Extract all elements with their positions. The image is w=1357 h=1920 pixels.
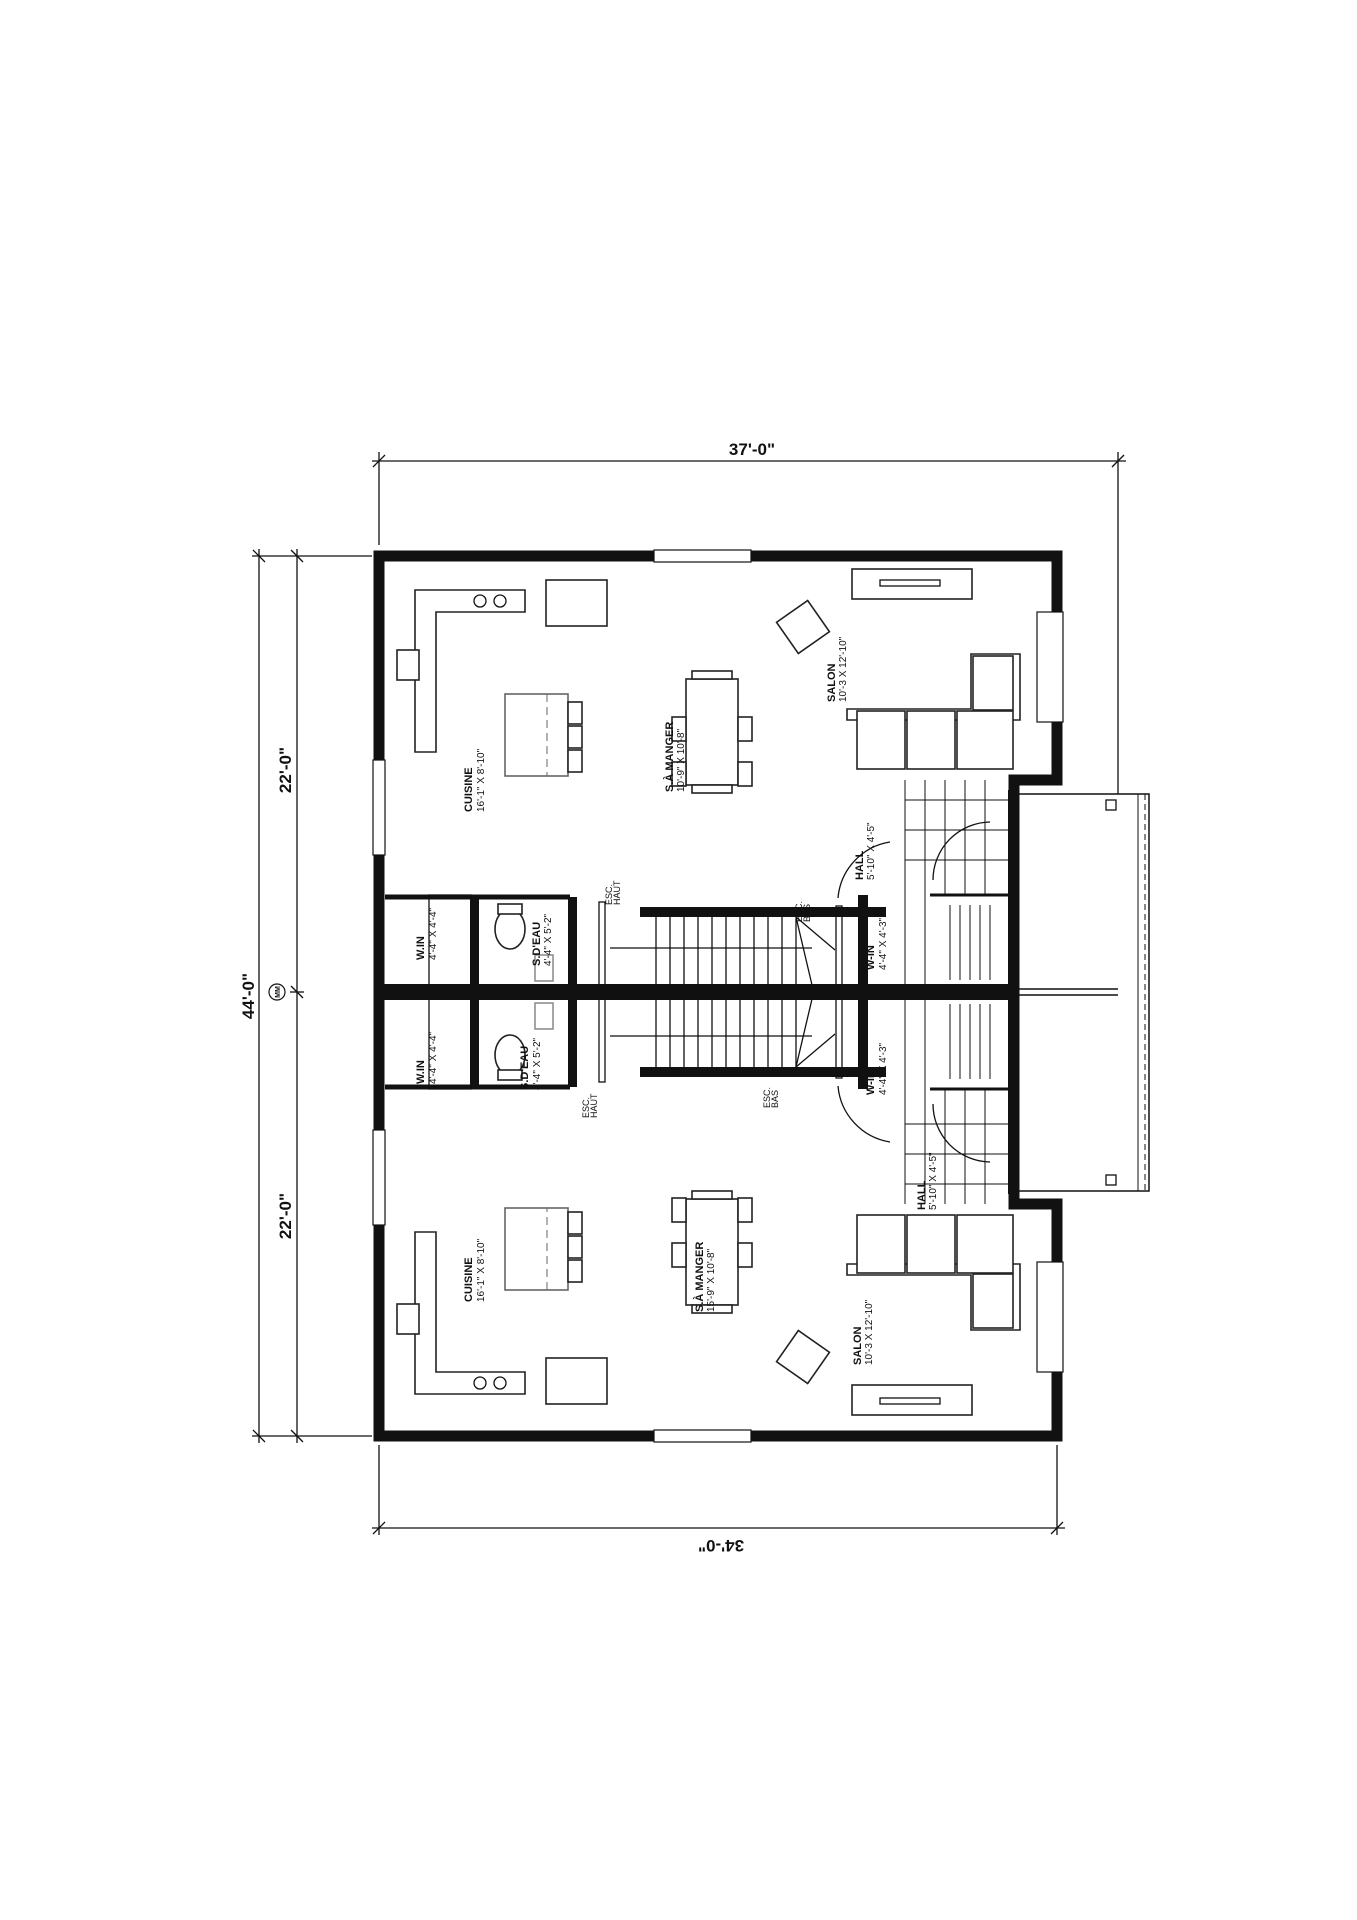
room-label-walkin-right: W-IN — [865, 945, 877, 970]
kitchen-island — [504, 693, 569, 777]
party-wall-tag: MM — [268, 983, 286, 1001]
stair-label-bas: ESC. — [794, 901, 804, 922]
dining-table — [685, 678, 739, 786]
sink-icon — [534, 954, 554, 982]
stove-burner-icon — [473, 594, 487, 608]
toilet-icon — [494, 908, 526, 950]
room-label-salle-a-manger: S.À MANGER — [663, 722, 676, 792]
room-size-hall: 5'-10" X 4'-5" — [928, 1152, 939, 1210]
front-porch — [1013, 793, 1150, 1192]
svg-text:MM: MM — [275, 986, 282, 998]
stove-burner-icon — [493, 594, 507, 608]
unit-top-core — [385, 780, 1018, 990]
room-label-salon: SALON — [826, 663, 838, 702]
door-swing — [837, 841, 891, 899]
party-wall — [379, 984, 1019, 1000]
dim-left-lower: 22'-0" — [276, 1193, 295, 1239]
room-size-salon: 10'-3 X 12'-10" — [864, 1299, 875, 1365]
room-label-salle-a-manger: S.À MANGER — [693, 1242, 706, 1312]
armchair — [775, 599, 831, 655]
stool — [567, 701, 583, 725]
tv-unit — [851, 568, 973, 600]
stair-label-haut: ESC. — [604, 884, 614, 905]
stair-label-haut: ESC. — [581, 1097, 591, 1118]
room-size-walkin-left: 4'-4" X 4'-4" — [428, 907, 439, 960]
stair-label-bas: BAS — [770, 1090, 780, 1108]
stool — [567, 749, 583, 773]
unit-top-furniture — [396, 568, 1021, 794]
stair-label-bas: ESC. — [762, 1087, 772, 1108]
unit-bottom-core — [385, 995, 1018, 1204]
stair-label-haut: HAUT — [589, 1093, 599, 1118]
stool — [567, 725, 583, 749]
room-size-cuisine: 16'-1" X 8'-10" — [476, 1238, 487, 1302]
kitchen-counter — [414, 589, 526, 753]
room-label-walkin-right: W-IN — [865, 1070, 877, 1095]
sink-icon — [396, 649, 420, 681]
room-label-walkin-left: W.IN — [415, 1060, 427, 1084]
dim-left-total: 44'-0" — [239, 973, 258, 1019]
room-size-salle-d-eau: 4'-4" X 5'-2" — [532, 1037, 543, 1090]
room-size-salle-a-manger: 10'-9" X 10'-8" — [676, 728, 687, 792]
room-label-walkin-left: W.IN — [415, 936, 427, 960]
room-label-hall: HALL — [916, 1180, 928, 1210]
room-label-cuisine: CUISINE — [463, 1257, 475, 1302]
room-label-salon: SALON — [852, 1326, 864, 1365]
windows — [372, 549, 1064, 1443]
room-label-hall: HALL — [854, 850, 866, 880]
stair-label-bas: BAS — [802, 904, 812, 922]
dim-bottom: 34'-0" — [698, 1536, 744, 1555]
room-size-salle-a-manger: 15'-9" X 10'-8" — [706, 1248, 717, 1312]
room-size-walkin-right: 4'-4" X 4'-3" — [878, 917, 889, 970]
unit-top-labels: CUISINE 16'-1" X 8'-10" S.À MANGER 10'-9… — [415, 636, 889, 970]
unit-bottom-furniture — [396, 1190, 1021, 1416]
fridge — [545, 579, 608, 627]
room-size-walkin-right: 4'-4" X 4'-3" — [878, 1042, 889, 1095]
room-label-salle-d-eau: S.D'EAU — [531, 922, 543, 966]
door-swing — [932, 821, 991, 881]
dim-left-upper: 22'-0" — [276, 747, 295, 793]
dim-top: 37'-0" — [729, 440, 775, 459]
room-size-hall: 5'-10" X 4'-5" — [866, 822, 877, 880]
stair-treads — [610, 916, 836, 986]
hall-tile — [904, 780, 1008, 985]
unit-bottom-labels: CUISINE 16'-1" X 8'-10" S.À MANGER 15'-9… — [415, 1031, 939, 1365]
room-size-salle-d-eau: 4'-4" X 5'-2" — [543, 913, 554, 966]
stair-label-haut: HAUT — [612, 880, 622, 905]
room-size-walkin-left: 4'-4" X 4'-4" — [428, 1031, 439, 1084]
room-label-salle-d-eau: S.D'EAU — [519, 1046, 531, 1090]
room-size-cuisine: 16'-1" X 8'-10" — [476, 748, 487, 812]
room-label-cuisine: CUISINE — [463, 767, 475, 812]
dimension-lines — [252, 452, 1126, 1535]
room-size-salon: 10'-3 X 12'-10" — [838, 636, 849, 702]
